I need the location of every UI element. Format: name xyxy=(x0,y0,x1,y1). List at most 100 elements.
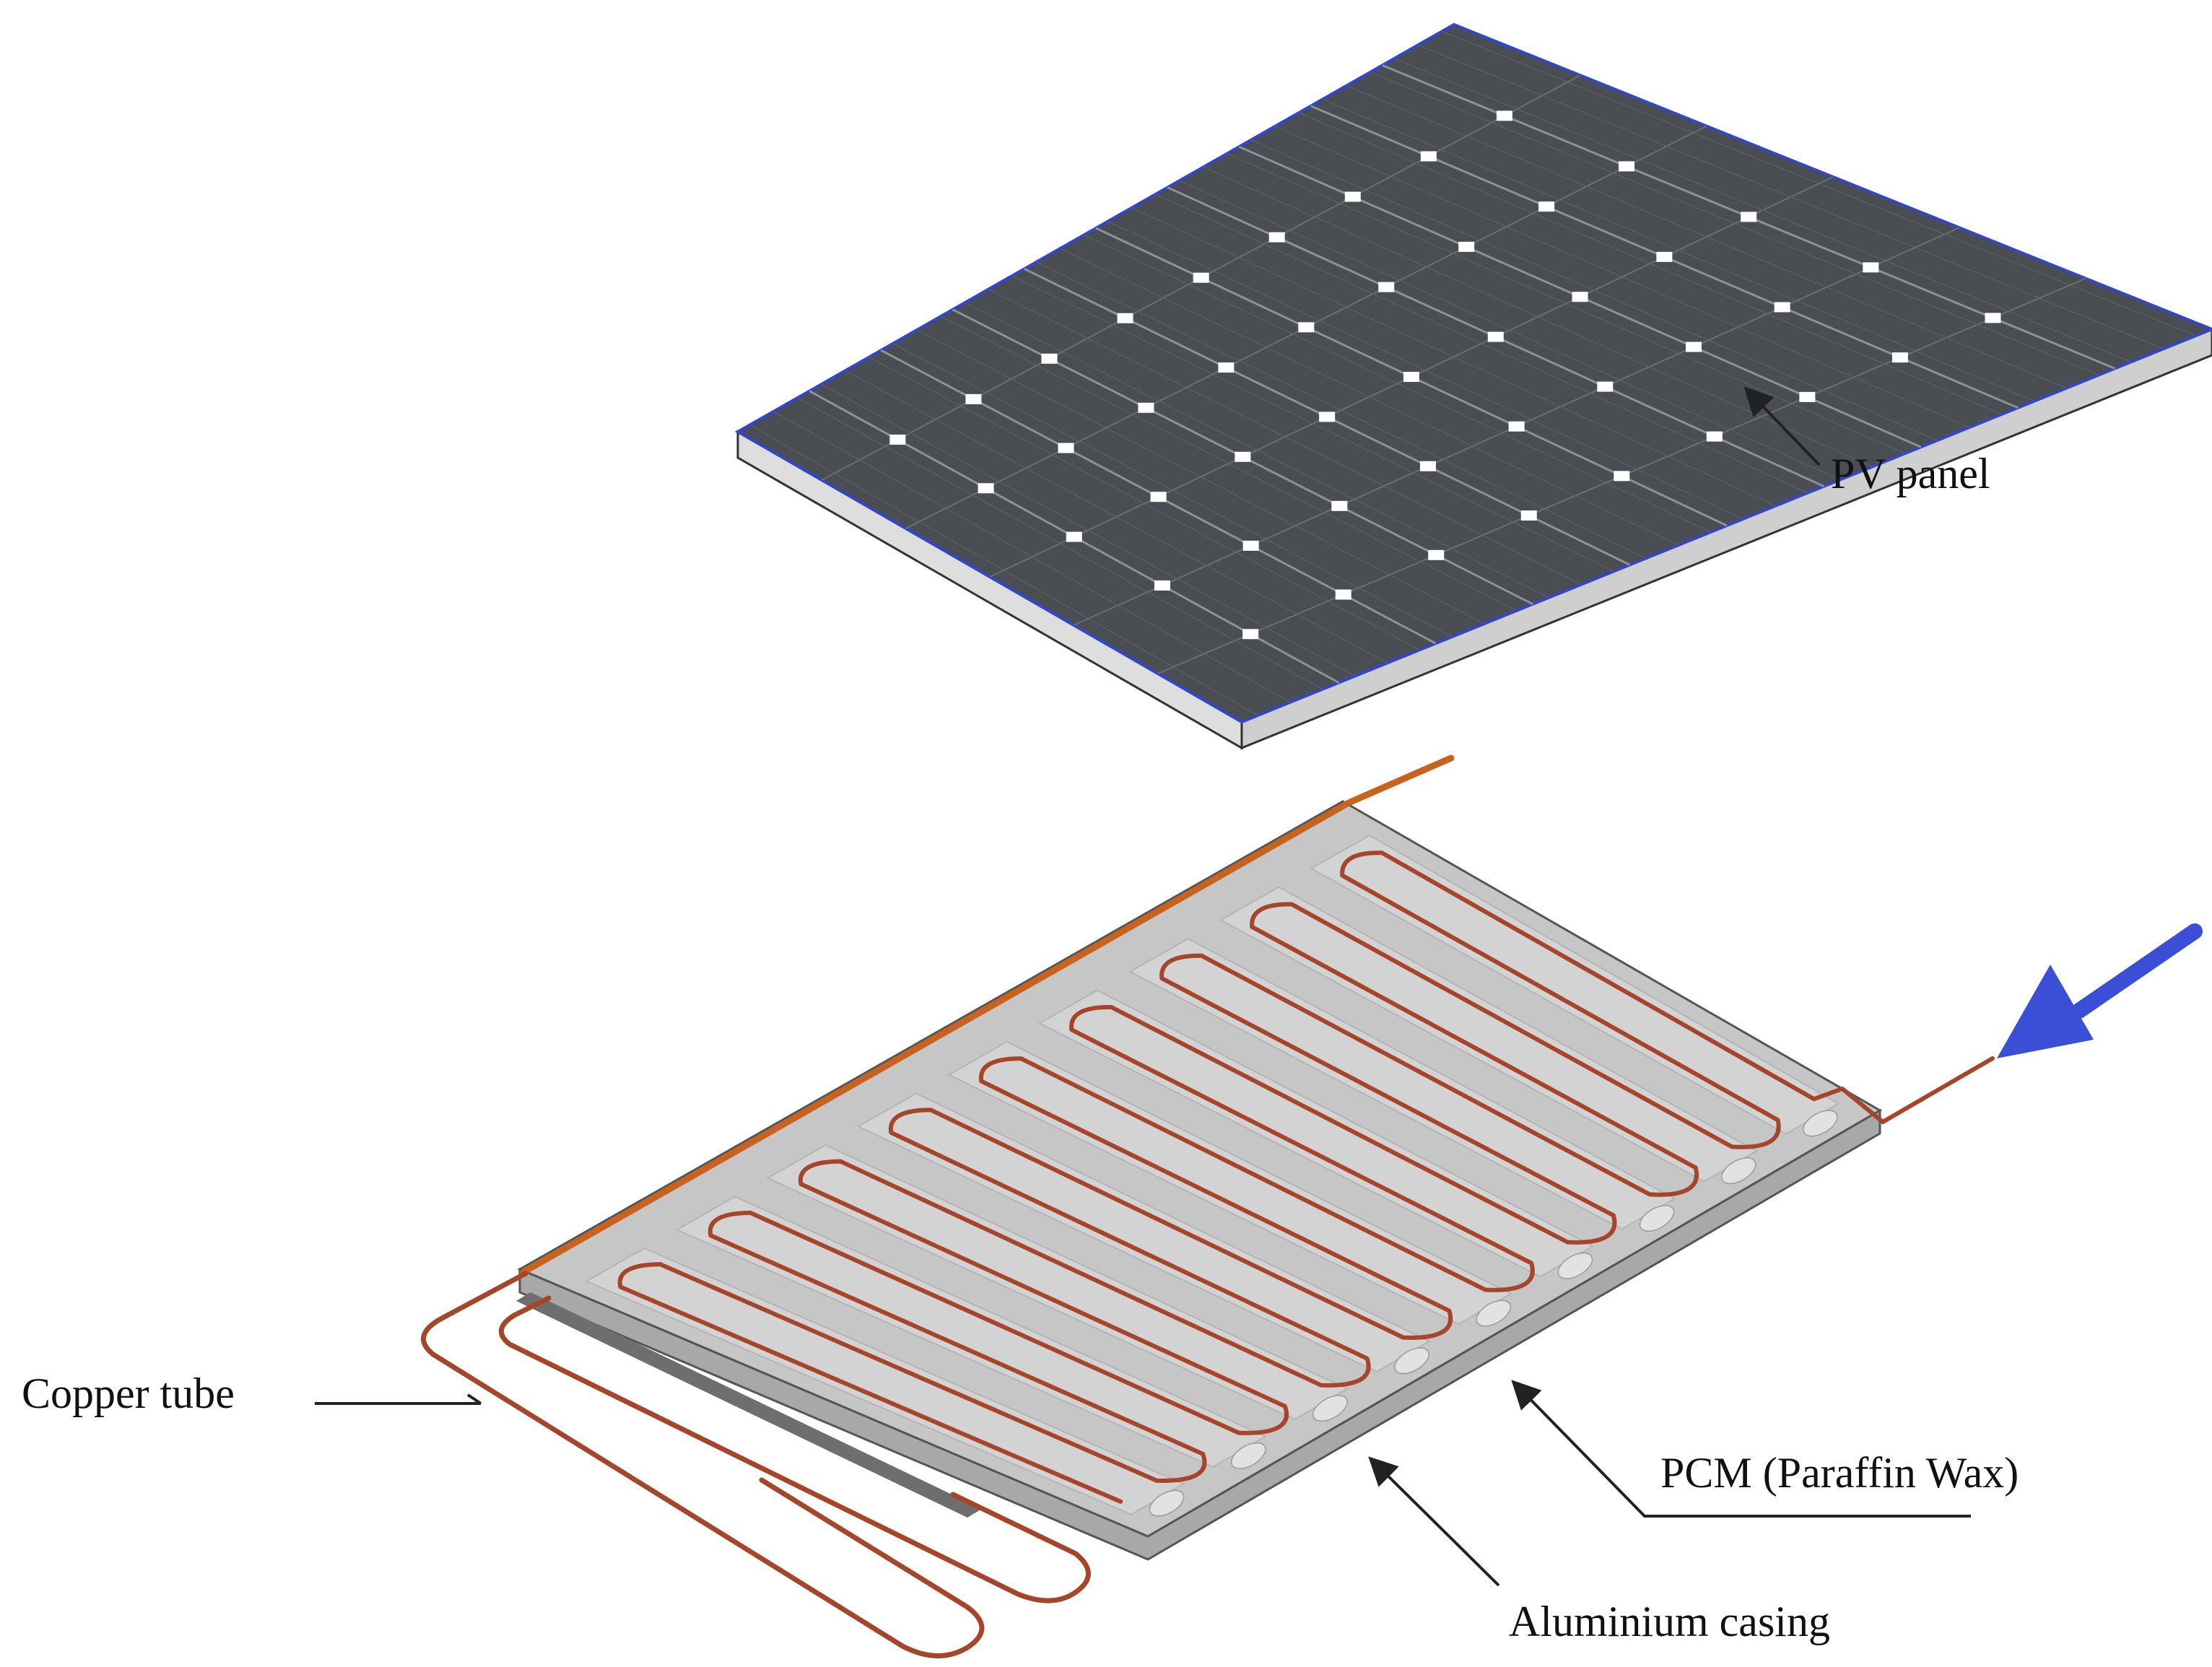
pv-cell-contact xyxy=(1298,322,1315,333)
copper-tube-loop-outer xyxy=(421,1271,985,1658)
pv-cell-contact xyxy=(965,393,982,404)
pv-cell-contact xyxy=(1597,381,1614,392)
pv-busbar-line xyxy=(868,357,1420,650)
copper-tube-leader-tick xyxy=(466,1393,482,1405)
pv-cell-contact xyxy=(1538,201,1555,212)
pv-cell-contact xyxy=(1378,282,1395,292)
pv-busbar-line xyxy=(1370,71,2099,376)
pv-busbar-line xyxy=(1250,139,1938,441)
pv-busbar-line xyxy=(892,343,1453,637)
aluminium-casing-leader xyxy=(1368,1456,1500,1587)
flow-arrow-icon xyxy=(1997,923,2203,1058)
pcm-leader xyxy=(1511,1380,1971,1518)
pv-busbar-line xyxy=(1179,180,1841,481)
pv-cell-contact xyxy=(1619,161,1635,172)
pv-cell-contact xyxy=(1420,151,1437,162)
pv-cell-contacts xyxy=(889,110,2001,640)
copper-tube xyxy=(421,754,1995,1658)
pv-cell-contact xyxy=(1242,540,1259,551)
pcm-channel-end xyxy=(1803,1110,1838,1137)
pv-busbar-line xyxy=(1322,98,2034,402)
pv-cell-contact xyxy=(889,434,906,445)
pv-cell-contact xyxy=(1058,443,1074,453)
pv-cell-contact xyxy=(1799,391,1816,402)
pcm-channel xyxy=(1310,834,1840,1135)
copper-tube-serpentine xyxy=(617,850,1885,1504)
pv-cell-contact xyxy=(1774,302,1790,313)
pv-busbar-line xyxy=(940,315,1518,611)
pv-busbar-line xyxy=(988,289,1582,586)
pcm-channel-end xyxy=(1557,1252,1593,1279)
pv-busbar-line xyxy=(916,329,1485,624)
pv-busbar-line xyxy=(964,302,1549,599)
casing-left-strip xyxy=(516,1292,982,1518)
pv-busbar-line xyxy=(1394,58,2132,362)
pv-busbar-line xyxy=(1107,221,1743,520)
pcm-channel-end xyxy=(1639,1204,1675,1232)
pv-cell-contact xyxy=(1985,313,2001,323)
pv-cell-contact xyxy=(1420,461,1436,471)
pcm-channel xyxy=(584,1247,1185,1515)
pv-cell-contact xyxy=(1235,451,1251,462)
pv-busbar-line xyxy=(1442,30,2196,336)
pv-cell-contact xyxy=(1741,212,1757,222)
pv-busbar-line xyxy=(797,397,1323,690)
pv-busbar-line xyxy=(1274,126,1970,428)
pv-cell-contact xyxy=(1154,580,1170,591)
copper-tube-loop-inner xyxy=(499,1295,1091,1603)
pv-busbar-line xyxy=(1418,44,2164,349)
pv-busbar-line xyxy=(749,425,1258,716)
aluminium-casing-label: Aluminium casing xyxy=(1509,1598,1830,1645)
pv-cell-contact xyxy=(1268,232,1285,243)
pcm-channel xyxy=(675,1196,1268,1468)
pv-cell-contact xyxy=(1508,421,1525,432)
pv-cell-contact xyxy=(1520,510,1537,521)
pv-busbar-line xyxy=(1298,112,2003,415)
pcm-channel xyxy=(1219,886,1759,1183)
pcm-channel-end xyxy=(1476,1300,1512,1327)
pv-cell-contact xyxy=(1150,492,1167,502)
pv-cell-contact xyxy=(1863,262,1879,273)
pcm-channel xyxy=(766,1144,1349,1421)
pv-panel xyxy=(734,22,2212,750)
pcm-channel-end xyxy=(1312,1395,1348,1422)
pcm-label: PCM (Paraffin Wax) xyxy=(1660,1449,2019,1497)
pv-cell-contact xyxy=(1331,500,1348,511)
pv-cell-contact xyxy=(1572,292,1588,303)
pv-cell-contact xyxy=(1117,313,1133,323)
pv-cell-contact xyxy=(1686,341,1702,352)
pv-busbar-line xyxy=(1060,248,1679,546)
pv-cell-contact xyxy=(1891,352,1908,363)
pv-busbar-line xyxy=(1227,153,1905,454)
pv-busbar-line xyxy=(1155,193,1808,494)
pcm-channel-end xyxy=(1394,1347,1429,1375)
pv-cell-contact xyxy=(1066,531,1082,542)
pcm-channels xyxy=(584,834,1840,1517)
copper-tube-inlet xyxy=(1881,1056,1995,1124)
pv-cell-contact xyxy=(1458,241,1475,252)
pv-cell-contact xyxy=(1656,251,1673,262)
pcm-channel xyxy=(947,1040,1513,1326)
pcm-channel xyxy=(1037,989,1595,1278)
pv-cell-contact xyxy=(1344,191,1361,202)
pv-cell-contact xyxy=(1218,362,1235,373)
pv-cell-contact xyxy=(1335,589,1351,600)
copper-tube-label: Copper tube xyxy=(22,1370,235,1417)
pcm-channel xyxy=(856,1092,1431,1373)
copper-tube-edge xyxy=(520,754,1455,1276)
pv-busbar-line xyxy=(821,383,1356,677)
pcm-channel xyxy=(1128,937,1676,1230)
pcm-channel-end xyxy=(1230,1442,1266,1469)
pv-cell-contact xyxy=(1193,272,1209,283)
pv-busbar-line xyxy=(1036,261,1647,559)
pv-busbar-line xyxy=(1346,85,2067,389)
pv-cell-contact xyxy=(1428,549,1445,560)
pv-cell-contact xyxy=(1319,412,1336,422)
pv-busbar-line xyxy=(1084,234,1711,533)
pv-busbar-line xyxy=(773,411,1291,703)
pcm-channel-end xyxy=(1149,1489,1185,1517)
pv-cell-contact xyxy=(1138,402,1154,413)
pv-cell-contact xyxy=(1403,372,1419,382)
pv-cell-contact xyxy=(1614,471,1630,482)
